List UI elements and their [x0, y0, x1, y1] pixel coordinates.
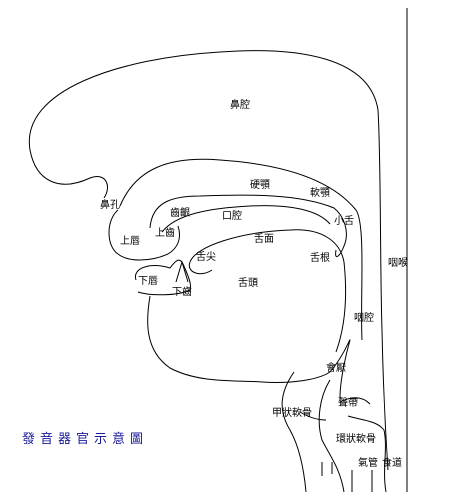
epiglottis-outline [329, 339, 351, 399]
label-lower-lip: 下唇 [138, 276, 158, 287]
label-upper-teeth: 上齒 [155, 228, 175, 239]
diagram-caption: 發音器官示意圖 [22, 432, 149, 447]
hard-palate-line [161, 205, 331, 233]
lower-lip-outline [134, 259, 191, 296]
label-uvula: 小舌 [334, 216, 354, 227]
label-trachea: 氣管 [358, 458, 378, 469]
upper-lip-outline [108, 209, 181, 261]
lower-teeth-outline [175, 260, 189, 283]
label-epiglottis: 會厭 [326, 363, 346, 374]
trachea-lines [321, 462, 373, 492]
cricoid-outline [347, 415, 387, 493]
larynx-outline [318, 379, 345, 493]
label-soft-palate: 軟顎 [310, 188, 330, 199]
tongue-outline [189, 229, 347, 353]
label-hard-palate: 硬顎 [250, 180, 270, 191]
label-tongue-body: 舌頭 [238, 278, 258, 289]
label-upper-lip: 上唇 [120, 236, 140, 247]
label-cricoid-cartilage: 環狀軟骨 [336, 434, 376, 445]
nasal-cavity-outline [28, 50, 389, 471]
label-pharynx: 咽腔 [354, 313, 374, 324]
label-throat: 咽喉 [388, 258, 408, 269]
label-nostril: 鼻孔 [100, 200, 120, 211]
thyroid-outline [299, 411, 327, 421]
label-lower-teeth: 下齒 [172, 287, 192, 298]
label-tongue-surface: 舌面 [254, 234, 274, 245]
label-oral-cavity: 口腔 [222, 211, 242, 222]
label-alveolar-ridge: 齒齦 [170, 208, 190, 219]
throat-front [281, 371, 307, 493]
label-tongue-tip: 舌尖 [196, 252, 216, 263]
label-esophagus: 食道 [382, 458, 402, 469]
palate-roof [149, 194, 347, 258]
vocal-fold-line [339, 397, 371, 405]
nasal-floor [119, 158, 363, 341]
label-nasal-cavity: 鼻腔 [230, 100, 250, 111]
label-vocal-cords: 聲帶 [338, 398, 358, 409]
tongue-tip-outline [188, 261, 213, 275]
label-tongue-root: 舌根 [310, 253, 330, 264]
label-thyroid-cartilage: 甲狀軟骨 [272, 408, 312, 419]
jaw-outline [147, 295, 331, 383]
